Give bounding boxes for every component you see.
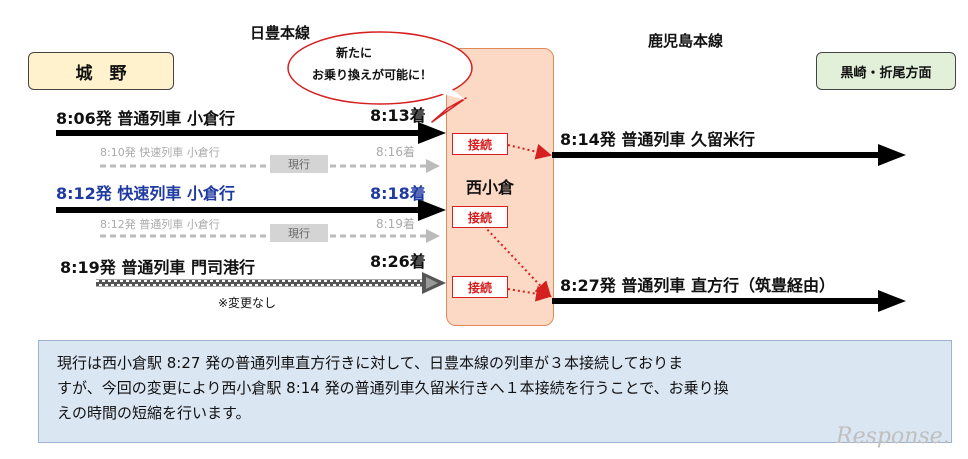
train-0819-label: 8:19発 普通列車 門司港行 <box>60 258 255 277</box>
connection-tag-1: 接続 <box>452 133 508 155</box>
kagoshima-line-title: 鹿児島本線 <box>648 32 724 50</box>
arrow-0819-unchanged <box>96 272 446 294</box>
train-0812-local-label: 8:12発 普通列車 小倉行 <box>100 218 220 231</box>
arrow-0806 <box>56 122 446 144</box>
arrow-0812-rapid <box>56 199 446 221</box>
outbound-0827-label: 8:27発 普通列車 直方行（筑豊経由） <box>560 276 835 295</box>
nippo-line-title: 日豊本線 <box>250 24 311 42</box>
connection-lines <box>483 143 552 302</box>
note-line-3: えの時間の短縮を行います。 <box>57 404 251 422</box>
note-line-2: すが、今回の変更により西小倉駅 8:14 発の普通列車久留米行きへ１本接続を行う… <box>57 379 729 397</box>
arrival-0816: 8:16着 <box>376 145 415 159</box>
note-line-1: 現行は西小倉駅 8:27 発の普通列車直方行きに対して、日豊本線の列車が３本接続… <box>57 354 684 372</box>
connection-tag-3: 接続 <box>452 276 508 298</box>
train-0810-label: 8:10発 快速列車 小倉行 <box>100 146 220 159</box>
current-badge-0810: 現行 <box>270 155 328 173</box>
no-change-note: ※変更なし <box>218 296 277 310</box>
explanation-note: 現行は西小倉駅 8:27 発の普通列車直方行きに対して、日豊本線の列車が３本接続… <box>38 340 952 443</box>
arrow-0812-current <box>100 229 440 243</box>
current-badge-0812: 現行 <box>270 224 328 242</box>
destination-box: 黒崎・折尾方面 <box>816 52 956 90</box>
arrow-0814-outbound <box>552 144 906 166</box>
origin-station-box: 城 野 <box>28 52 174 90</box>
arrival-0813: 8:13着 <box>370 106 426 125</box>
callout-line2: お乗り換えが可能に！ <box>312 68 433 82</box>
watermark-logo: Response. <box>836 424 950 449</box>
arrow-0827-outbound <box>552 290 906 312</box>
arrival-0819: 8:19着 <box>376 217 415 231</box>
arrival-0826: 8:26着 <box>370 252 426 271</box>
destination-label: 黒崎・折尾方面 <box>840 65 932 81</box>
connection-tag-2: 接続 <box>452 206 508 228</box>
arrow-0810-current <box>100 159 440 173</box>
outbound-0814-label: 8:14発 普通列車 久留米行 <box>560 130 755 149</box>
hub-station-label: 西小倉 <box>466 178 515 197</box>
train-0812-rapid-label: 8:12発 快速列車 小倉行 <box>56 184 235 203</box>
arrival-0818: 8:18着 <box>370 184 426 203</box>
origin-station-label: 城 野 <box>75 63 127 84</box>
callout-bubble <box>287 31 473 123</box>
train-0806-label: 8:06発 普通列車 小倉行 <box>56 109 235 128</box>
callout-line1: 新たに <box>336 46 373 60</box>
